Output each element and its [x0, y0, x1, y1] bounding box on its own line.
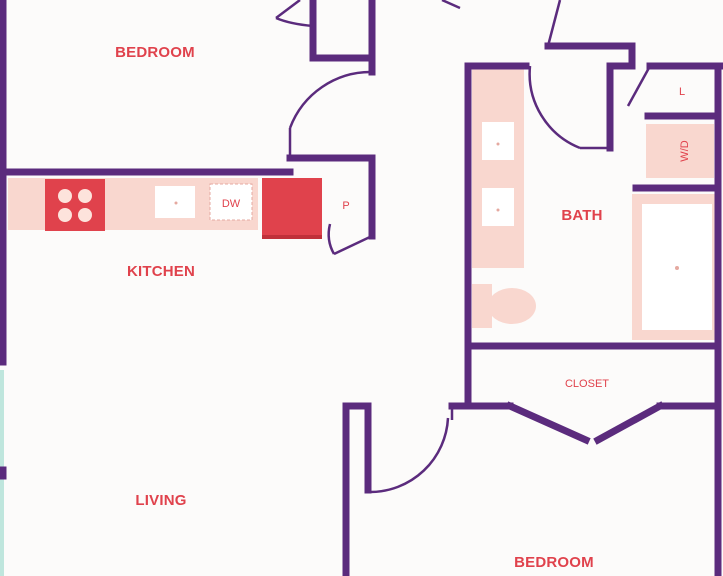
dishwasher-box — [209, 183, 253, 221]
room-label-living: LIVING — [135, 492, 186, 509]
room-label-bedroom-bottom: BEDROOM — [514, 554, 594, 571]
room-label-kitchen: KITCHEN — [127, 263, 195, 280]
bathtub-icon — [632, 194, 718, 340]
toilet-icon — [472, 284, 536, 328]
pantry-label: P — [342, 200, 349, 212]
fridge-icon — [262, 178, 322, 239]
vanity-counter — [472, 68, 524, 268]
linen-label: L — [679, 86, 685, 98]
sink-icon — [482, 122, 514, 160]
stove-icon — [45, 179, 105, 231]
room-label-bath: BATH — [561, 207, 602, 224]
door-swings — [275, 0, 652, 494]
dishwasher-label: DW — [222, 198, 241, 210]
room-label-closet: CLOSET — [565, 378, 609, 390]
sink-icon — [482, 188, 514, 226]
room-label-bedroom-top: BEDROOM — [115, 44, 195, 61]
washer-dryer-label: W/D — [679, 140, 691, 161]
sink-icon — [155, 186, 195, 218]
washer-dryer-box — [646, 124, 714, 178]
